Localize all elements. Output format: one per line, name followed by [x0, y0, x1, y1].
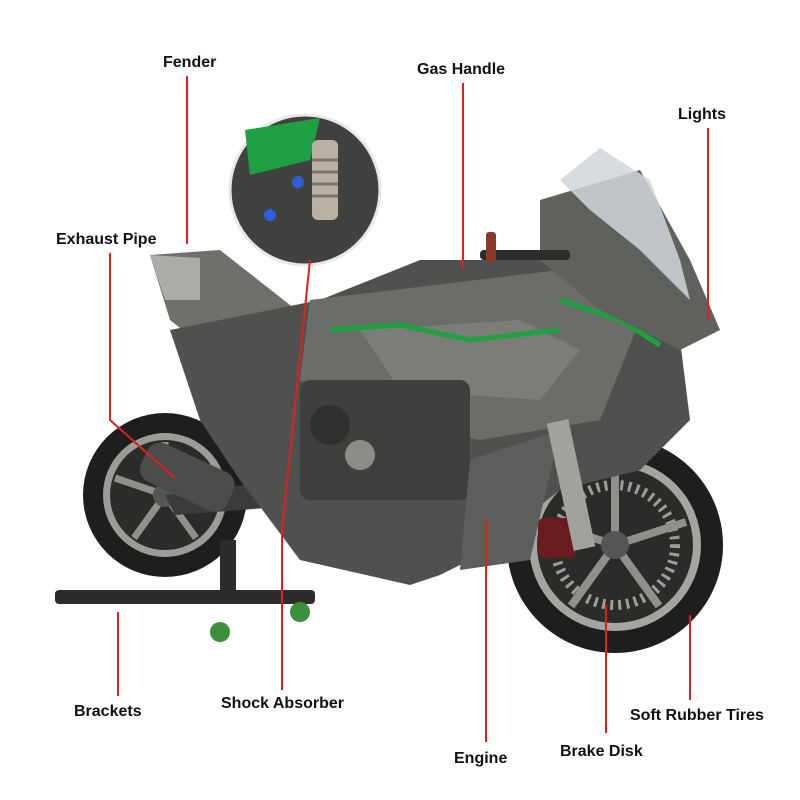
leader-shock-absorber: [281, 259, 311, 690]
motorcycle-illustration: [55, 113, 723, 653]
label-brake-disk: Brake Disk: [560, 743, 643, 760]
label-shock-absorber: Shock Absorber: [221, 695, 344, 712]
label-gas-handle: Gas Handle: [417, 61, 506, 78]
label-brackets: Brackets: [74, 703, 142, 720]
leader-exhaust-pipe: [109, 253, 176, 479]
label-fender: Fender: [163, 54, 217, 71]
label-soft-rubber-tires: Soft Rubber Tires: [630, 707, 764, 724]
label-lights: Lights: [678, 106, 726, 123]
stand: [55, 540, 315, 642]
label-exhaust-pipe: Exhaust Pipe: [56, 231, 157, 248]
label-engine: Engine: [454, 750, 508, 767]
leader-lines: [109, 76, 709, 742]
